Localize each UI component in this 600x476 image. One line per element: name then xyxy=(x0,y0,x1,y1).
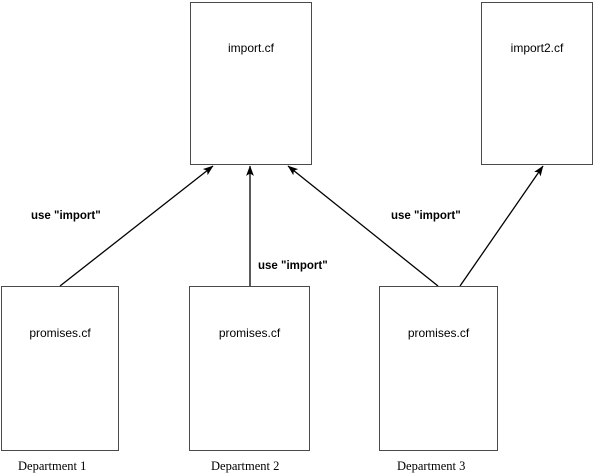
node-import2-cf[interactable]: import2.cf xyxy=(481,2,593,165)
edge-dept3-import xyxy=(287,165,439,287)
edge-label-left: use "import" xyxy=(31,210,101,222)
node-label-promises-cf-dept3: promises.cf xyxy=(407,326,470,340)
edge-label-right: use "import" xyxy=(391,210,461,222)
node-promises-cf-dept1[interactable]: promises.cf xyxy=(1,286,119,451)
node-label-promises-cf-dept1: promises.cf xyxy=(29,326,91,340)
node-import-cf[interactable]: import.cf xyxy=(190,2,312,165)
node-promises-cf-dept3[interactable]: promises.cf xyxy=(379,286,498,451)
edge-dept3-import2 xyxy=(459,165,544,287)
edge-label-middle: use "import" xyxy=(258,260,328,272)
node-label-import-cf: import.cf xyxy=(227,41,274,55)
group-label-dept1: Department 1 xyxy=(18,459,87,473)
edge-dept1-import xyxy=(59,165,214,287)
group-label-dept3: Department 3 xyxy=(397,459,466,473)
node-label-promises-cf-dept2: promises.cf xyxy=(218,326,281,340)
node-label-import2-cf: import2.cf xyxy=(510,41,564,55)
group-label-dept2: Department 2 xyxy=(211,459,280,473)
node-promises-cf-dept2[interactable]: promises.cf xyxy=(189,286,310,451)
